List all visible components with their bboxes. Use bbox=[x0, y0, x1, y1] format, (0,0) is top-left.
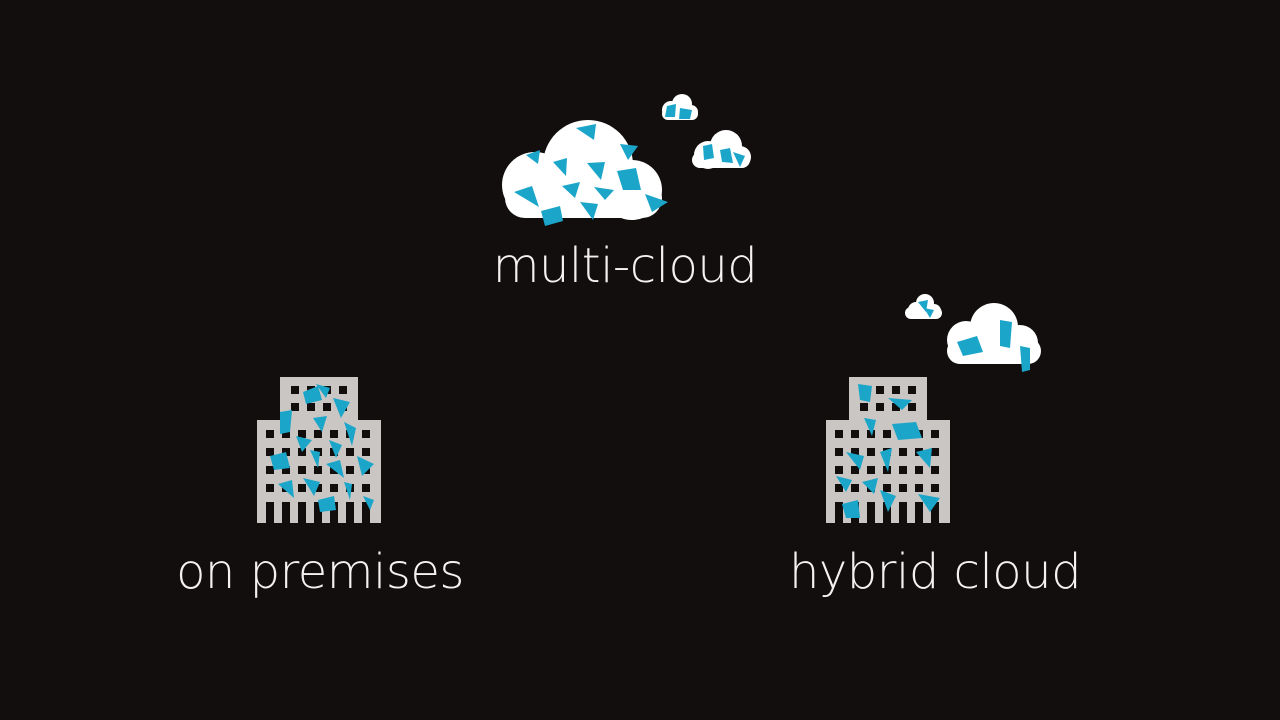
multi-cloud-label: multi-cloud bbox=[492, 238, 758, 294]
data-shard-icon bbox=[270, 384, 374, 512]
data-shard-icon bbox=[957, 320, 1030, 372]
on-premises-label: on premises bbox=[176, 544, 464, 600]
hybrid-cloud-label: hybrid cloud bbox=[788, 544, 1082, 600]
data-shard-icon bbox=[703, 144, 745, 167]
data-shard-icon bbox=[918, 300, 934, 318]
data-shard-icon bbox=[836, 384, 940, 518]
data-shard-icon bbox=[514, 124, 668, 226]
data-shard-icon bbox=[665, 104, 692, 119]
cloud-icon bbox=[502, 120, 662, 220]
